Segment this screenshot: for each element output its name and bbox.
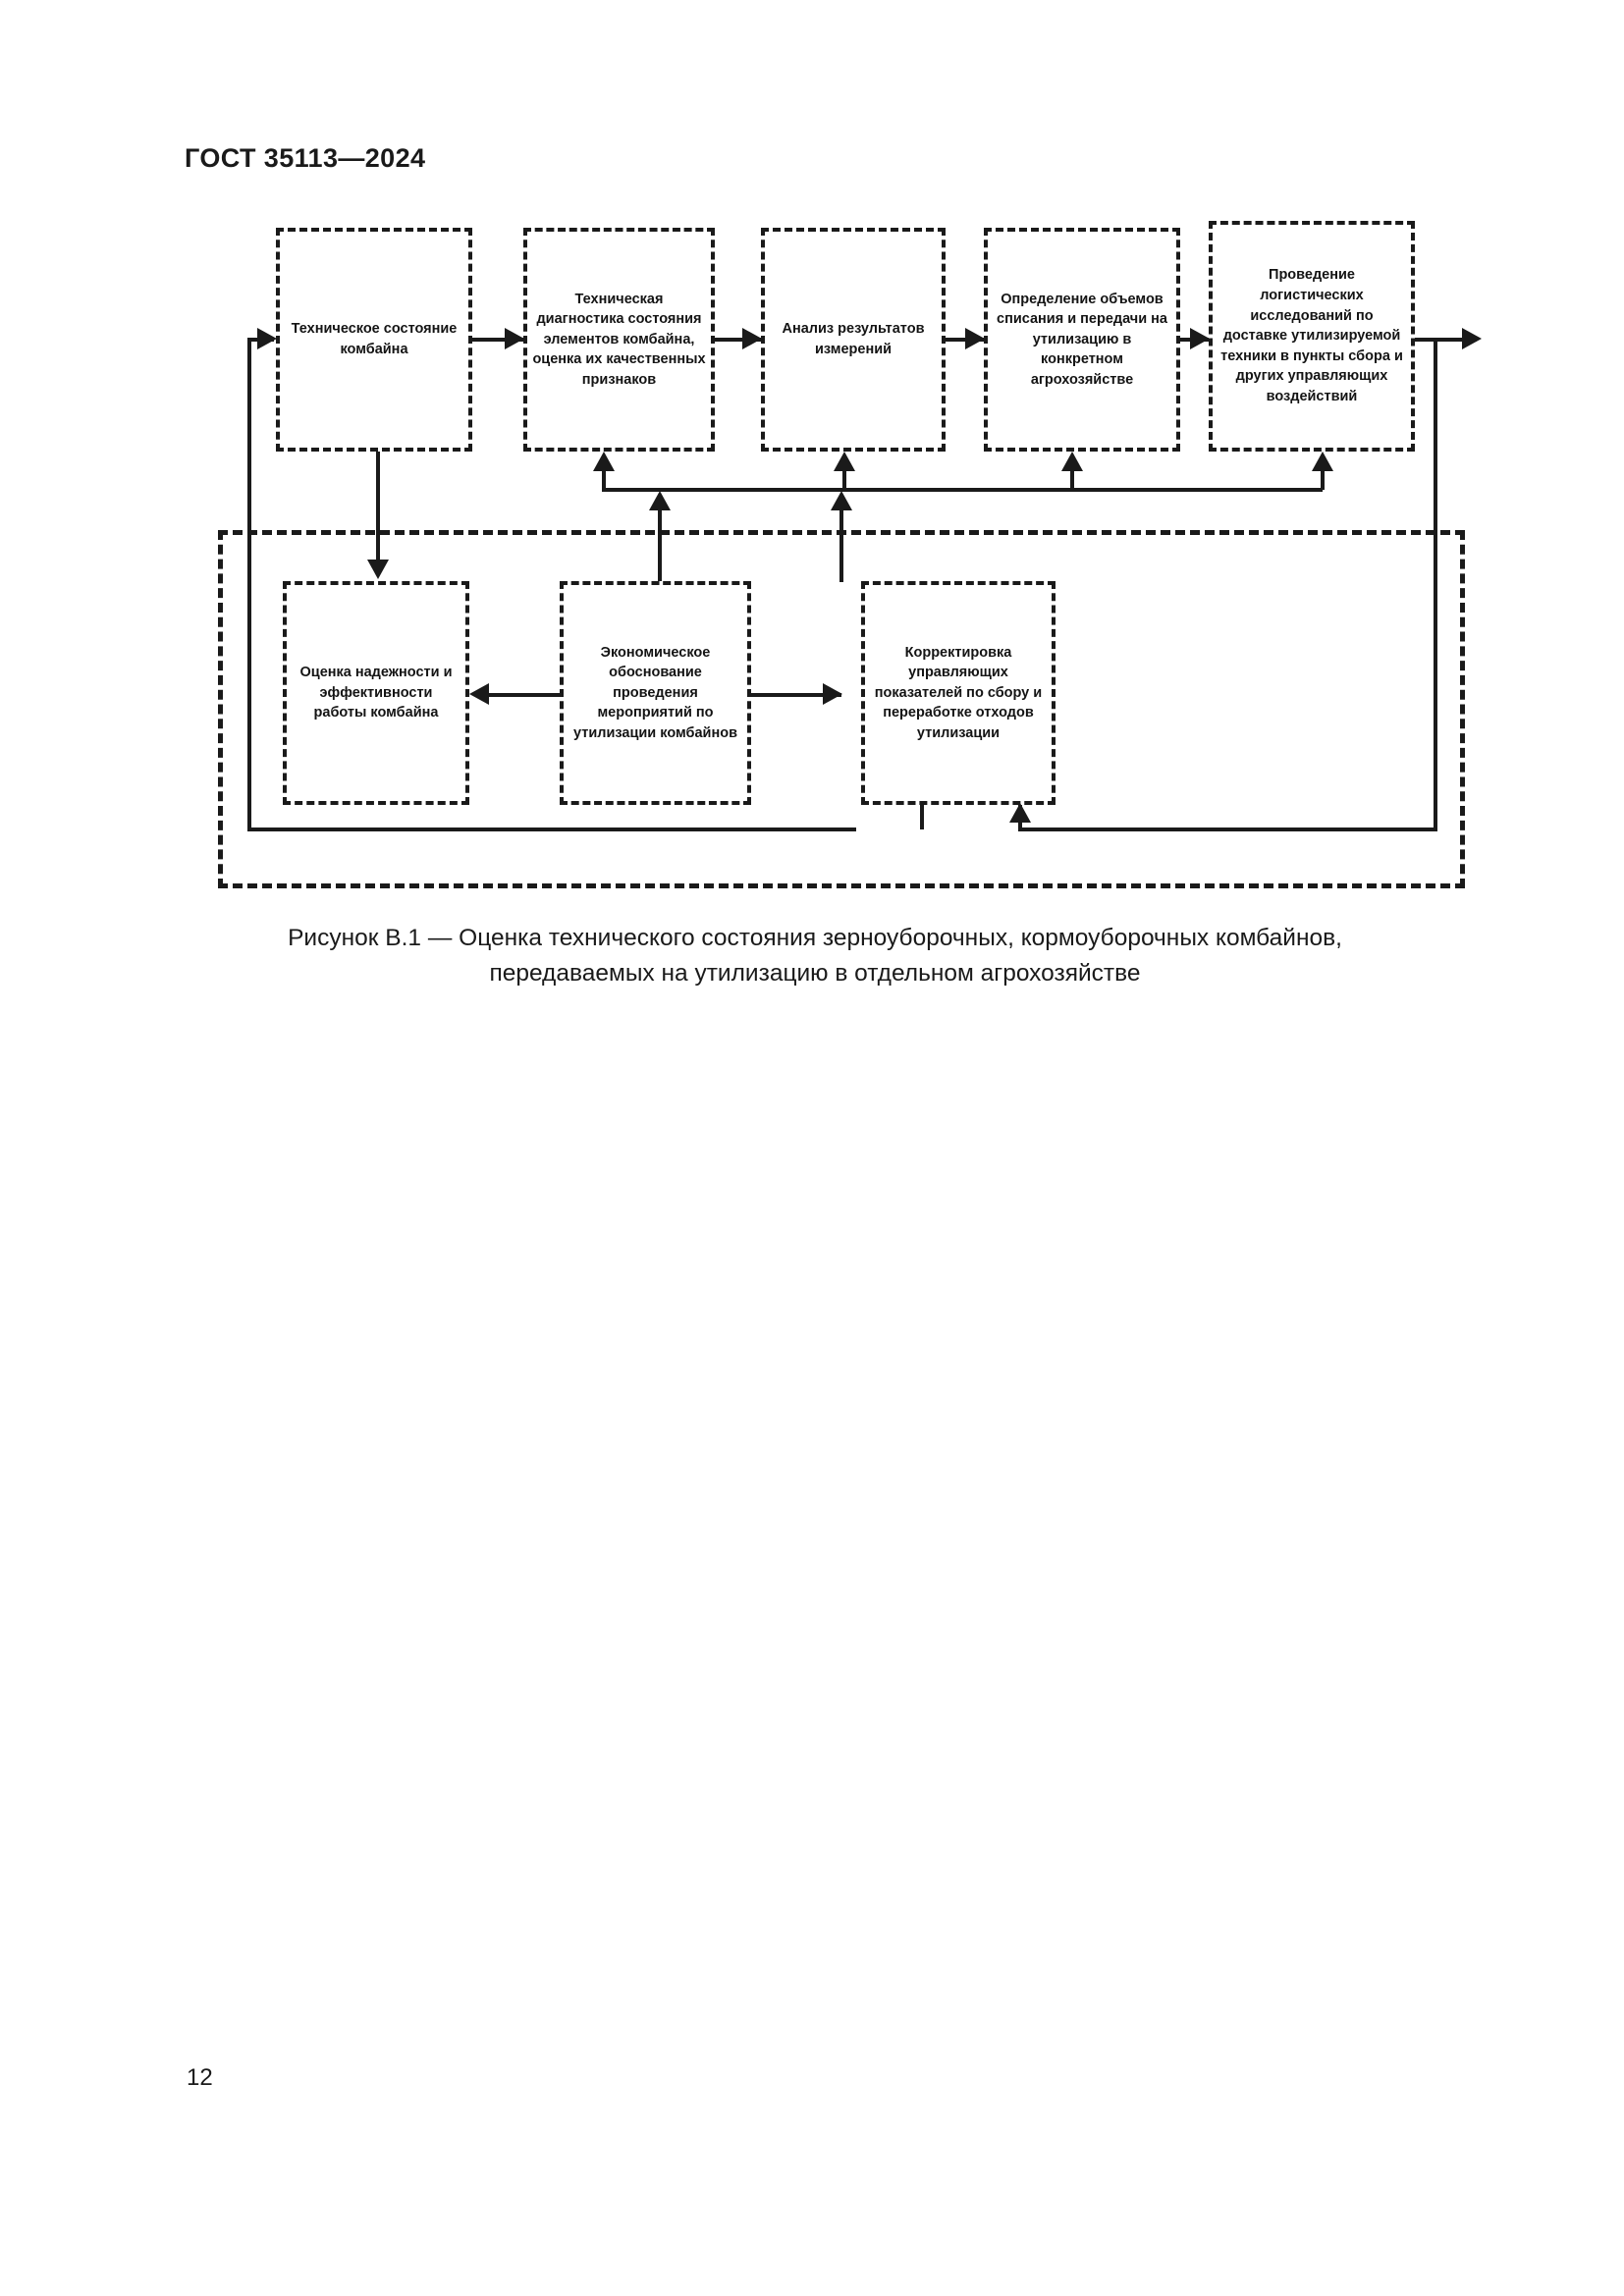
connector-bottom-right-return — [1018, 828, 1437, 831]
connector-right-feedback-downline — [1434, 338, 1437, 831]
connector-correction-to-return-bus — [920, 805, 924, 829]
arrowhead-economics-into-bus — [649, 491, 671, 510]
page-number: 12 — [187, 2064, 213, 2091]
node-analysis[interactable]: Анализ результатов измерений — [761, 228, 946, 452]
node-tech-state[interactable]: Техническое состояние комбайна — [276, 228, 472, 452]
connector-correction-to-bus — [839, 508, 843, 582]
node-tech-state-label: Техническое состояние комбайна — [291, 321, 458, 357]
arrowhead-bus-into-diagnostics — [593, 452, 615, 471]
arrowhead-correction-into-bus — [831, 491, 852, 510]
node-correction-label: Корректировка управляющих показателей по… — [874, 644, 1043, 741]
node-correction[interactable]: Корректировка управляющих показателей по… — [861, 581, 1056, 805]
node-tech-diagnostics[interactable]: Техническая диагностика состояния элемен… — [523, 228, 715, 452]
arrowhead-into-correction-from-return — [1009, 803, 1031, 823]
node-reliability-label: Оценка надежности и эффективности работы… — [299, 665, 453, 721]
figure-caption-line-2: передаваемых на утилизацию в отдельном а… — [489, 959, 1141, 987]
node-economics-label: Экономическое обоснование проведения мер… — [573, 644, 737, 741]
node-tech-diagnostics-label: Техническая диагностика состояния элемен… — [532, 291, 706, 388]
arrowhead-into-reliability-horizontal — [469, 683, 489, 705]
arrowhead-process-output — [1462, 328, 1482, 349]
arrowhead-bus-into-analysis — [834, 452, 855, 471]
node-logistics-label: Проведение логистических исследований по… — [1220, 267, 1403, 404]
arrowhead-into-logistics — [1190, 328, 1210, 349]
arrowhead-bus-into-logistics — [1312, 452, 1333, 471]
node-writeoff-volumes-label: Определение объемов списания и передачи … — [997, 291, 1167, 388]
connector-diagnostics-to-analysis — [715, 338, 761, 342]
arrowhead-into-writeoff — [965, 328, 985, 349]
arrowhead-into-analysis — [742, 328, 762, 349]
connector-bus-riser-writeoff — [1070, 469, 1074, 490]
node-analysis-label: Анализ результатов измерений — [782, 321, 925, 357]
connector-economics-to-correction — [751, 693, 841, 697]
connector-bus-riser-logistics — [1321, 469, 1325, 490]
node-economics[interactable]: Экономическое обоснование проведения мер… — [560, 581, 751, 805]
connector-left-feedback-riser — [247, 338, 251, 831]
page-header-standard-number: ГОСТ 35113—2024 — [185, 143, 426, 173]
node-logistics[interactable]: Проведение логистических исследований по… — [1209, 221, 1415, 452]
connector-tech-state-to-diagnostics — [472, 338, 523, 342]
arrowhead-into-tech-state — [257, 328, 277, 349]
figure-v1-flowchart: Техническое состояние комбайна Техническ… — [0, 0, 1624, 1001]
connector-logistics-output — [1415, 338, 1477, 342]
connector-economics-to-reliability — [489, 693, 560, 697]
figure-caption-line-1: Рисунок В.1 — Оценка технического состоя… — [288, 925, 1342, 951]
arrowhead-bus-into-writeoff — [1061, 452, 1083, 471]
connector-bottom-left-return — [247, 828, 856, 831]
connector-economics-to-bus — [658, 508, 662, 582]
arrowhead-into-reliability — [367, 560, 389, 579]
connector-analysis-to-writeoff — [946, 338, 984, 342]
node-reliability[interactable]: Оценка надежности и эффективности работы… — [283, 581, 469, 805]
node-writeoff-volumes[interactable]: Определение объемов списания и передачи … — [984, 228, 1180, 452]
arrowhead-into-correction-horizontal — [823, 683, 842, 705]
connector-bus-riser-analysis — [842, 469, 846, 490]
connector-tech-state-to-reliability — [376, 452, 380, 562]
figure-caption: Рисунок В.1 — Оценка технического состоя… — [187, 921, 1443, 990]
connector-bus-riser-diagnostics — [602, 469, 606, 490]
connector-feedback-bus — [602, 488, 1323, 492]
arrowhead-into-diagnostics — [505, 328, 524, 349]
